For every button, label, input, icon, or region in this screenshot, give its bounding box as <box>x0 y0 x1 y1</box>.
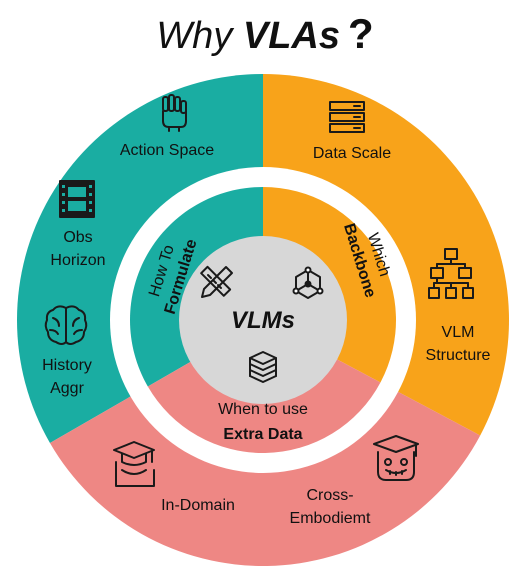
graduation-cap-icon <box>113 441 155 487</box>
database-stack-icon <box>249 351 277 383</box>
pencil-ruler-icon <box>200 265 233 298</box>
title-prefix: Why <box>156 15 243 57</box>
film-strip-icon <box>59 180 95 218</box>
outer-label-history-line2: Aggr <box>50 380 84 397</box>
outer-label-obs-line2: Horizon <box>50 252 105 269</box>
extra-line1: When to use <box>218 401 308 418</box>
diagram-title: Why VLAs? <box>156 10 373 57</box>
extra-line2: Extra Data <box>223 426 302 443</box>
outer-label-history-line1: History <box>42 357 92 374</box>
title-question-mark: ? <box>348 10 374 57</box>
center-disc <box>179 236 347 404</box>
outer-label-action-space: Action Space <box>120 142 214 159</box>
robot-graduate-icon <box>373 435 419 481</box>
server-stack-icon <box>329 101 365 133</box>
network-cube-icon <box>292 266 324 299</box>
title-emphasis: VLAs <box>243 15 340 57</box>
center-label: VLMs <box>231 307 295 334</box>
outer-label-cross-line1: Cross- <box>306 487 353 504</box>
outer-label-obs-line1: Obs <box>63 229 92 246</box>
outer-label-cross-line2: Embodiemt <box>290 510 371 527</box>
outer-label-data-scale: Data Scale <box>313 145 391 162</box>
outer-label-in-domain: In-Domain <box>161 497 235 514</box>
outer-label-vlm-line1: VLM <box>442 324 475 341</box>
robot-hand-icon <box>162 94 187 132</box>
brain-icon <box>44 305 88 345</box>
outer-label-vlm-line2: Structure <box>426 347 491 364</box>
hierarchy-icon <box>428 248 474 299</box>
